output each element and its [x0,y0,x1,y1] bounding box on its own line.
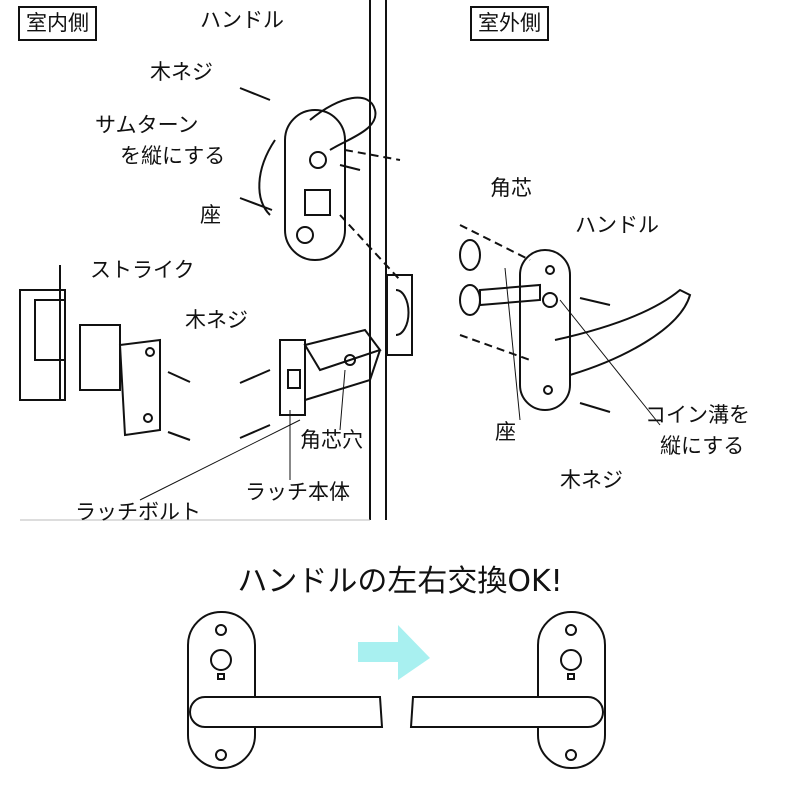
outdoor-wood-screw-label: 木ネジ [560,468,623,492]
strike-label: ストライク [90,258,195,282]
indoor-wood-screw-label: 木ネジ [150,60,213,84]
latch-wood-screw-label: 木ネジ [185,308,248,332]
latch-body-label: ラッチ本体 [245,480,350,504]
wood-screw-icons [167,87,611,441]
indoor-side-label: 室内側 [18,6,97,42]
spindle-hole-label: 角芯穴 [300,428,363,452]
thumb-turn-label-2: を縦にする [120,144,226,168]
strike-plate [19,265,161,437]
outdoor-handle-assembly [459,224,692,411]
thumb-turn-label: サムターン [95,113,199,137]
coin-slot-label: コイン溝を [645,403,750,427]
coin-slot-label-2: 縦にする [660,434,745,458]
latch-body [279,274,413,416]
headline: ハンドルの左右交換OK! [237,564,563,599]
spindle-label: 角芯 [490,176,532,200]
left-hand-handle-drawing [187,611,384,769]
outdoor-seat-label: 座 [495,420,516,444]
indoor-handle-label: ハンドル [200,8,284,32]
outdoor-side-label: 室外側 [470,6,549,42]
latch-bolt-label: ラッチボルト [75,500,201,524]
swap-arrow-icon [358,625,430,680]
outdoor-handle-label: ハンドル [575,213,659,237]
indoor-seat-label: 座 [200,203,221,227]
right-hand-handle-drawing [409,611,606,769]
indoor-handle-assembly [258,96,401,281]
